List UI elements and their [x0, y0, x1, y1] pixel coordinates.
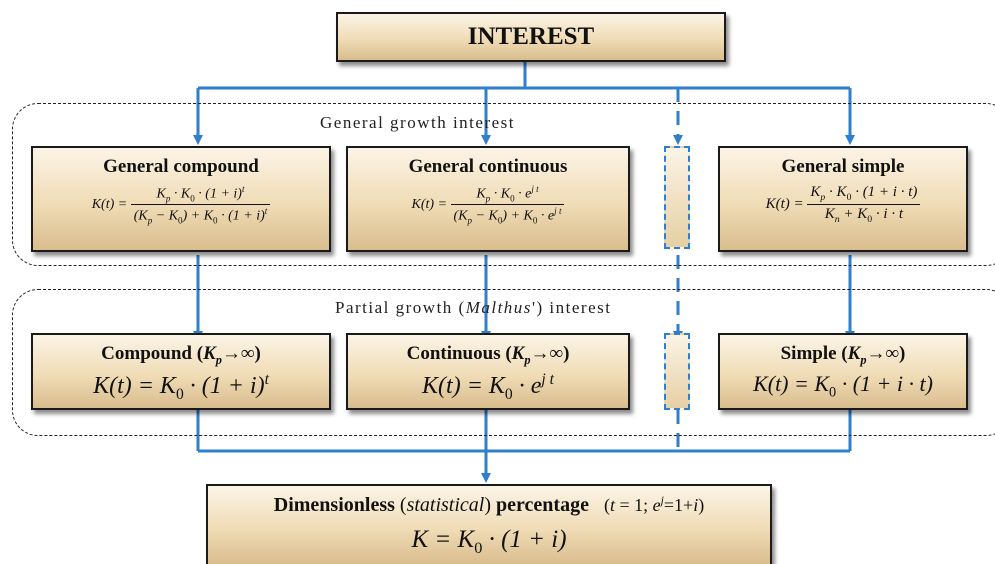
- compound-box: Compound (Kp→∞) K(t) = K0 · (1 + i)t: [31, 333, 331, 410]
- partial-growth-label: Partial growth (Malthus') interest: [335, 298, 612, 317]
- general-growth-label: General growth interest: [320, 113, 515, 132]
- continuous-box: Continuous (Kp→∞) K(t) = K0 · ej t: [346, 333, 630, 410]
- compound-title: Compound (Kp→∞): [101, 343, 261, 367]
- dimensionless-box: Dimensionless (statistical) percentage (…: [206, 484, 772, 564]
- general-compound-box: General compound K(t) = Kp · K0 · (1 + i…: [31, 146, 331, 252]
- dimensionless-formula: K = K0 · (1 + i): [411, 526, 567, 557]
- simple-formula: K(t) = K0 · (1 + i · t): [753, 371, 933, 401]
- interest-box: INTEREST: [336, 12, 726, 62]
- simple-box: Simple (Kp→∞) K(t) = K0 · (1 + i · t): [718, 333, 968, 410]
- general-continuous-title: General continuous: [408, 156, 568, 177]
- general-continuous-formula: K(t) = Kp · K0 · ej t (Kp − K0) + K0 · e…: [348, 184, 628, 226]
- interest-title: INTEREST: [467, 23, 595, 50]
- general-simple-title: General simple: [781, 156, 905, 177]
- arrows-solid: [193, 62, 855, 483]
- continuous-formula: K(t) = K0 · ej t: [422, 371, 554, 403]
- general-compound-title: General compound: [103, 156, 259, 177]
- placeholder-box-general: [664, 146, 690, 249]
- compound-formula: K(t) = K0 · (1 + i)t: [93, 371, 269, 403]
- general-simple-box: General simple K(t) = Kp · K0 · (1 + i ·…: [718, 146, 968, 252]
- simple-title: Simple (Kp→∞): [780, 343, 906, 367]
- partial-growth-group: [12, 289, 995, 436]
- continuous-title: Continuous (Kp→∞): [406, 343, 570, 367]
- general-simple-formula: K(t) = Kp · K0 · (1 + i · t) Kn + K0 · i…: [720, 184, 966, 225]
- placeholder-box-partial: [664, 333, 690, 410]
- dimensionless-title: Dimensionless (statistical) percentage (…: [273, 494, 705, 516]
- general-compound-formula: K(t) = Kp · K0 · (1 + i)t (Kp − K0) + K0…: [33, 184, 329, 226]
- general-continuous-box: General continuous K(t) = Kp · K0 · ej t…: [346, 146, 630, 252]
- general-growth-group: [12, 103, 995, 266]
